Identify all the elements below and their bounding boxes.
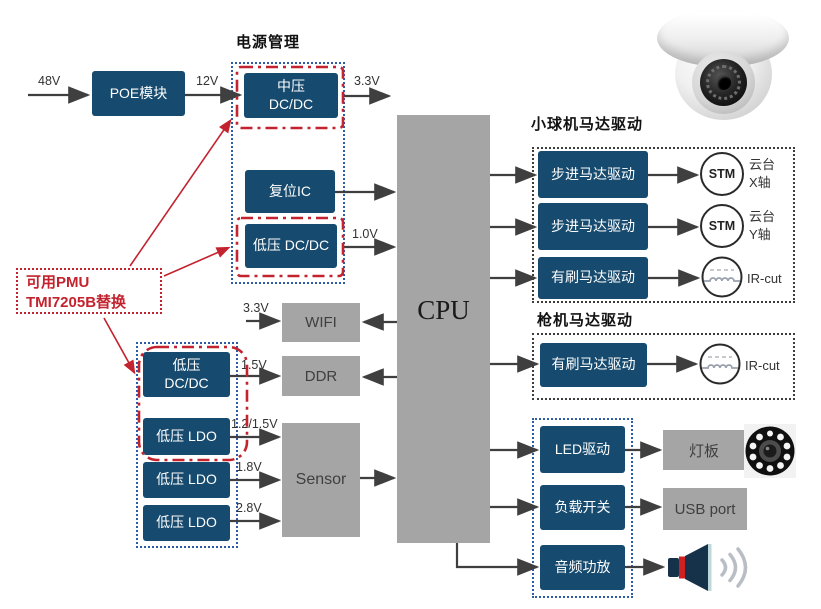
voltage-1v5-label: 1.5V [241,358,267,372]
sensor-block: Sensor [282,423,360,537]
ldo1-block: 低压 LDO [143,418,230,455]
ddr-label: DDR [304,367,338,385]
ircut-coil1-icon [701,256,743,303]
ldo2-block: 低压 LDO [143,462,230,498]
led-driver-block: LED驱动 [540,426,625,473]
low-voltage-dcdc2-label-line2: DC/DC [164,374,209,391]
dome-camera-image [648,4,798,126]
led-ring-image [744,424,796,483]
lamp-board-label: 灯板 [688,442,719,460]
gimbal-y-label: 云台 Y轴 [749,209,776,242]
low-voltage-dcdc2-label-line1: 低压 [172,357,201,373]
gun-brushed-driver-block: 有刷马达驱动 [540,343,647,387]
wifi-label: WIFI [305,314,337,331]
low-voltage-dcdc-label: 低压 DC/DC [252,237,330,254]
usb-port-label: USB port [674,500,736,518]
stepper-driver1-label: 步进马达驱动 [551,165,635,182]
voltage-1v0-label: 1.0V [352,227,378,241]
ball-camera-motor-title: 小球机马达驱动 [531,116,644,133]
stepper-driver1-block: 步进马达驱动 [538,151,648,198]
brushed-driver-label: 有刷马达驱动 [551,269,635,286]
ircut-label-ball: IR-cut [747,271,782,286]
reset-ic-block: 复位IC [245,170,335,213]
voltage-2v8-label: 2.8V [236,501,262,515]
voltage-1v8-label: 1.8V [236,460,262,474]
voltage-48v-label: 48V [38,74,61,88]
stepper-driver2-label: 步进马达驱动 [551,217,635,234]
speaker-icon [666,543,762,598]
load-switch-block: 负载开关 [540,485,625,530]
voltage-12v-label: 12V [196,74,219,88]
mid-voltage-dcdc-block: 中压 DC/DC [244,73,338,118]
power-management-group-outline [231,62,345,284]
voltage-1v2-1v5-label: 1.2/1.5V [231,417,278,431]
voltage-3v3-wifi-label: 3.3V [243,301,269,315]
brushed-driver-block: 有刷马达驱动 [538,257,648,299]
ddr-block: DDR [282,356,360,396]
reset-ic-label: 复位IC [269,182,311,199]
ldo3-label: 低压 LDO [156,514,217,531]
ldo1-label: 低压 LDO [156,427,217,444]
low-voltage-dcdc2-block: 低压 DC/DC [143,352,230,397]
power-management-title: 电源管理 [236,34,301,51]
stm-motor1-icon: STM [700,152,744,196]
pmu-note-line1: 可用PMU [26,274,90,291]
gun-brushed-driver-label: 有刷马达驱动 [551,356,636,373]
ldo2-label: 低压 LDO [156,471,217,488]
poe-module-block: POE模块 [92,71,185,116]
lamp-board-block: 灯板 [663,430,745,470]
load-switch-label: 负载开关 [554,498,611,515]
cpu-label: CPU [417,295,470,325]
mid-voltage-dcdc-label-line1: 中压 [277,78,305,94]
gimbal-x-label: 云台 X轴 [749,157,776,190]
stm-motor2-icon: STM [700,204,744,248]
mid-voltage-dcdc-label-line2: DC/DC [268,95,314,112]
wifi-block: WIFI [282,303,360,342]
sensor-label: Sensor [295,471,347,488]
audio-amp-block: 音频功放 [540,545,625,590]
voltage-3v3-out-label: 3.3V [354,74,380,88]
low-voltage-dcdc-block: 低压 DC/DC [245,224,337,268]
ldo3-block: 低压 LDO [143,505,230,541]
usb-port-block: USB port [663,488,747,530]
ircut-label-gun: IR-cut [745,358,780,373]
stepper-driver2-block: 步进马达驱动 [538,203,648,250]
audio-amp-label: 音频功放 [554,558,611,575]
ircut-coil2-icon [699,343,741,390]
led-driver-label: LED驱动 [554,440,611,457]
cpu-block: CPU [397,115,490,543]
poe-module-label: POE模块 [109,84,168,101]
gun-camera-motor-title: 枪机马达驱动 [537,312,634,329]
stm2-label: STM [708,219,736,233]
stm1-label: STM [708,167,736,181]
pmu-note-line2: TMI7205B替换 [26,294,127,312]
pmu-replacement-note: 可用PMU TMI7205B替换 [16,268,162,314]
